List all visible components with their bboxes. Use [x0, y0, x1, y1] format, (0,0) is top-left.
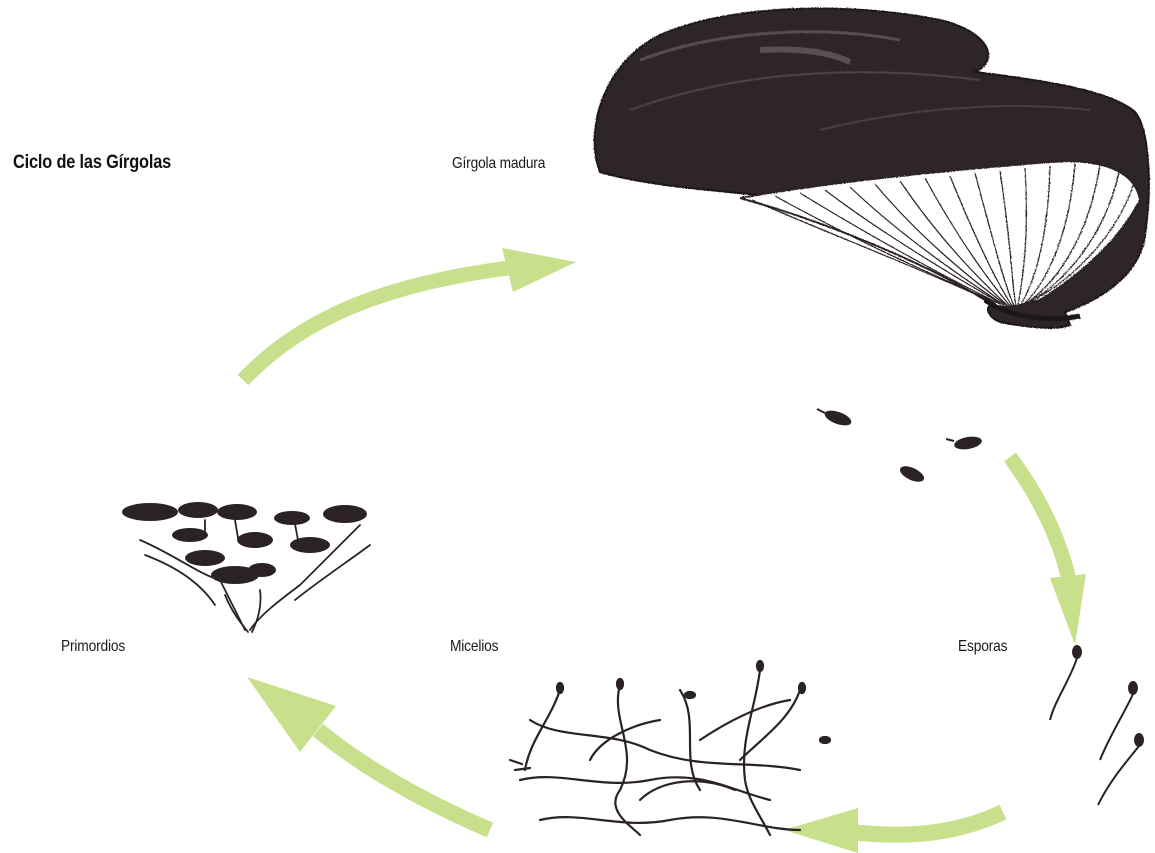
arrow-mycelium-to-primordia	[247, 677, 490, 830]
germinating-spores-illustration	[1050, 646, 1143, 805]
cycle-arrows	[243, 248, 1086, 853]
diagram-title: Ciclo de las Gírgolas	[13, 152, 171, 174]
mycelium-illustration	[510, 661, 830, 835]
arrow-primordia-to-mature	[243, 248, 576, 380]
label-spores: Esporas	[958, 638, 1007, 656]
arrow-spores-to-mycelium-vertical	[1010, 457, 1086, 645]
primordia-illustration	[122, 502, 370, 632]
label-mycelium: Micelios	[450, 638, 498, 656]
mature-mushroom-illustration	[595, 9, 1149, 328]
label-mature-mushroom: Gírgola madura	[452, 155, 545, 173]
label-primordia: Primordios	[61, 638, 125, 656]
arrow-spores-to-mycelium	[784, 808, 1003, 853]
floating-spores-illustration	[817, 408, 983, 485]
